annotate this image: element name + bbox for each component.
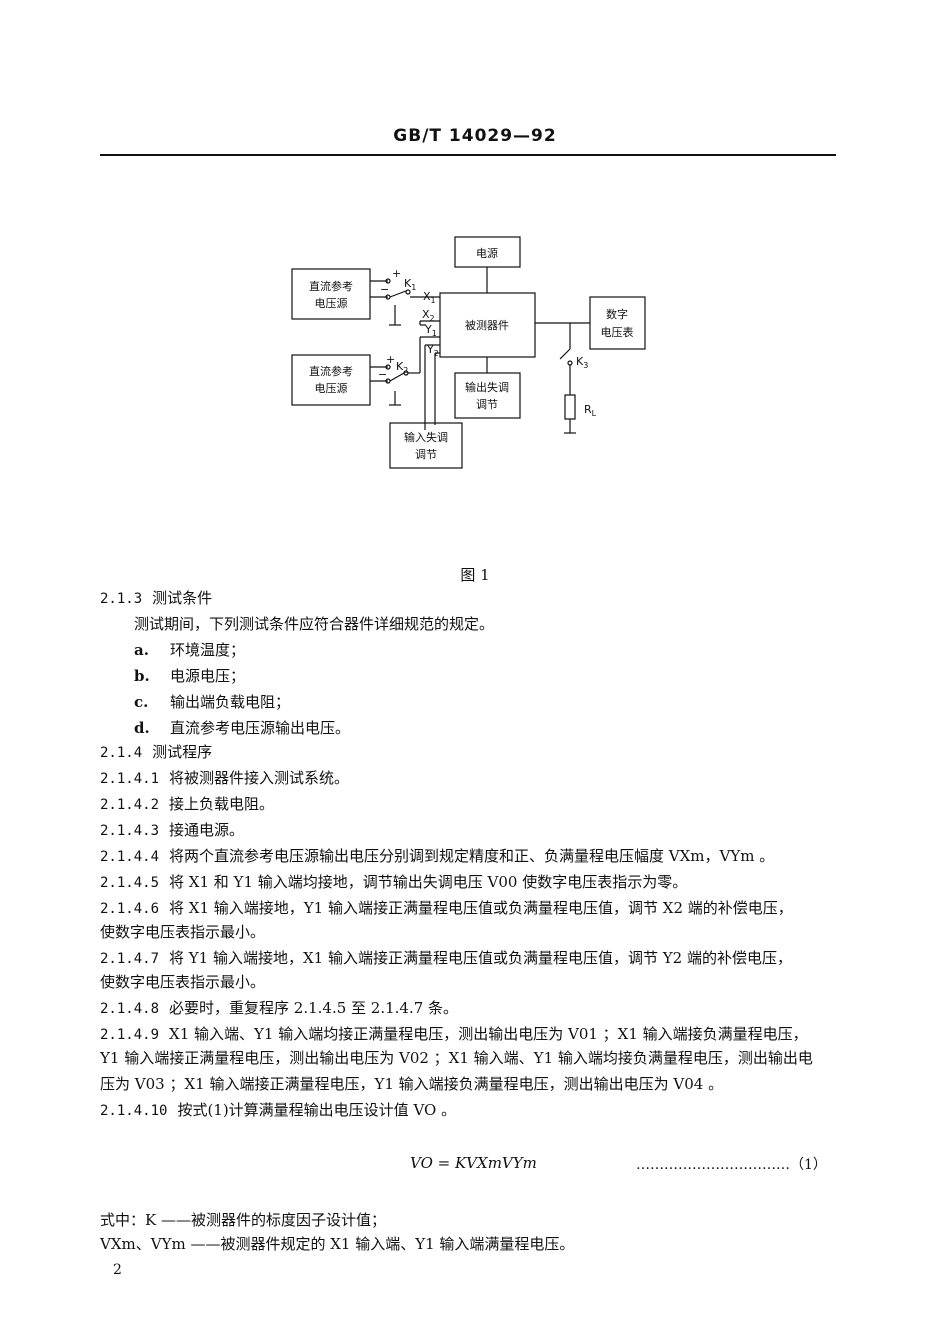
ref-source-2-label-a: 直流参考 (309, 364, 353, 378)
k2-plus: + (386, 353, 395, 366)
condition-c: c.输出端负载电阻； (134, 693, 291, 711)
condition-b: b.电源电压； (134, 667, 246, 685)
ref-source-1-label-a: 直流参考 (309, 279, 353, 293)
figure-caption: 图 1 (460, 566, 490, 584)
conditions-intro: 测试期间，下列测试条件应符合器件详细规范的规定。 (134, 615, 495, 633)
k2-minus: − (378, 368, 387, 381)
ref-source-2-label-b: 电压源 (315, 381, 348, 395)
section-title: 测试条件 (152, 589, 213, 607)
formula-reference: ……………………………（1） (636, 1157, 827, 1173)
dut-label: 被测器件 (465, 319, 509, 332)
step-2-1-4-6-cont: 使数字电压表指示最小。 (100, 923, 266, 941)
condition-d: d.直流参考电压源输出电压。 (134, 719, 351, 737)
formula-1: VO = KVXmVYm (410, 1154, 537, 1172)
output-offset-box (454, 372, 521, 419)
rl-label: RL (584, 403, 597, 418)
power-label: 电源 (476, 246, 498, 260)
header-rule (100, 154, 836, 156)
where-line-1: 式中：K ——被测器件的标度因子设计值； (100, 1211, 386, 1229)
k1-minus: − (380, 283, 389, 296)
load-resistor (564, 394, 576, 420)
section-2-1-3: 2.1.3 测试条件 (100, 588, 212, 609)
step-2-1-4-9-cont1: Y1 输入端接正满量程电压，测出输出电压为 V02 ；X1 输入端、Y1 输入端… (100, 1049, 813, 1067)
digital-voltmeter-box (589, 296, 646, 350)
dvm-label-b: 电压表 (601, 325, 634, 339)
ref-source-2-box (291, 354, 371, 406)
x2-label: X2 (422, 308, 435, 323)
k2-label: K2 (396, 360, 408, 375)
where-line-2: VXm、VYm ——被测器件规定的 X1 输入端、Y1 输入端满量程电压。 (100, 1235, 575, 1253)
test-circuit-diagram: 电源 被测器件 直流参考 电压源 + − K1 X1 X2 Y1 Y2 (291, 236, 646, 469)
section-number: 2.1.3 (100, 591, 143, 607)
ref-source-1-box (291, 268, 371, 320)
k3-label: K3 (576, 355, 588, 370)
step-2-1-4-7-cont: 使数字电压表指示最小。 (100, 973, 266, 991)
input-offset-label-b: 调节 (415, 448, 437, 461)
output-offset-label-a: 输出失调 (465, 380, 509, 394)
standard-header: GB/T 14029—92 (393, 126, 557, 146)
ref-source-1-label-b: 电压源 (315, 296, 348, 310)
y1-label: Y1 (424, 323, 437, 338)
k1-plus: + (392, 267, 401, 280)
x1-label: X1 (423, 290, 436, 305)
condition-a: a.环境温度； (134, 641, 246, 659)
dvm-label-a: 数字 (606, 307, 628, 321)
page-number: 2 (113, 1262, 122, 1278)
step-2-1-4-9-cont2: 压为 V03 ；X1 输入端接正满量程电压，Y1 输入端接负满量程电压，测出输出… (100, 1075, 724, 1093)
input-offset-box (389, 422, 463, 469)
input-offset-label-a: 输入失调 (404, 430, 448, 444)
k1-label: K1 (404, 277, 416, 292)
output-offset-label-b: 调节 (476, 398, 498, 411)
